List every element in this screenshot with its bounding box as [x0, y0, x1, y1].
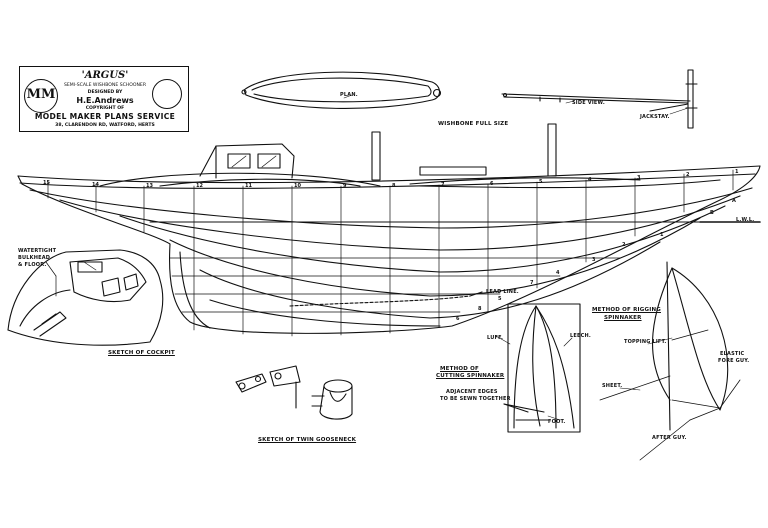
label-method-cutting-1: METHOD OF [440, 366, 479, 372]
station-number: 10 [294, 183, 301, 189]
waterline-number: B [710, 210, 714, 216]
station-number: 2 [686, 172, 690, 178]
title-block-circle [152, 79, 182, 109]
label-after-guy: AFTER GUY. [652, 435, 687, 441]
boat-subtitle: SEMI-SCALE WISHBONE SCHOONER [63, 83, 147, 88]
spinnaker-cutting-diagram [503, 303, 581, 433]
waterline-number: 5 [498, 296, 502, 302]
label-jackstay: JACKSTAY. [640, 114, 670, 120]
station-number: 6 [490, 181, 494, 187]
station-number: 11 [245, 183, 252, 189]
wishbone-plan-view [241, 71, 442, 109]
title-block: MM 'ARGUS' SEMI-SCALE WISHBONE SCHOONER … [19, 66, 189, 132]
label-sketch-cockpit: SKETCH OF COCKPIT [108, 350, 175, 356]
label-topping-lift: TOPPING LIFT. [624, 339, 667, 345]
waterline-number: 4 [556, 270, 560, 276]
station-number: 9 [343, 183, 347, 189]
label-adjacent-1: ADJACENT EDGES [446, 389, 498, 395]
designer-name: H.E.Andrews [76, 96, 134, 105]
waterline-number: 1 [660, 232, 664, 238]
station-number: 15 [43, 180, 50, 186]
label-foot: FOOT. [548, 419, 566, 425]
waterline-number: 8 [478, 306, 482, 312]
station-number: 12 [196, 183, 203, 189]
label-lwl: L.W.L. [736, 217, 755, 223]
label-watertight-2: BULKHEAD [18, 255, 51, 261]
waterline-number: 6 [456, 316, 460, 322]
label-watertight-3: & FLOOR. [18, 262, 47, 268]
label-method-rigging-1: METHOD OF RIGGING [592, 307, 661, 313]
station-number: 13 [146, 183, 153, 189]
service-address: 38, CLARENDON RD, WATFORD, HERTS [55, 123, 155, 128]
mm-logo: MM [24, 79, 58, 113]
label-lead-line: LEAD LINE. [486, 289, 519, 295]
waterline-number: 3 [592, 257, 596, 263]
station-number: 1 [735, 169, 739, 175]
cockpit-sketch [7, 249, 164, 346]
label-luff: LUFF. [487, 335, 504, 341]
label-sheet: SHEET. [602, 383, 623, 389]
station-number: 7 [441, 182, 445, 188]
boat-name: 'ARGUS' [81, 70, 129, 81]
mast-stubs [371, 123, 557, 181]
label-watertight-1: WATERTIGHT [18, 248, 57, 254]
wishbone-side-view [501, 69, 698, 129]
station-number: 8 [392, 183, 396, 189]
label-adjacent-2: TO BE SEWN TOGETHER [440, 396, 511, 402]
gooseneck-sketch [235, 365, 353, 420]
label-method-rigging-2: SPINNAKER [604, 315, 642, 321]
service-name: MODEL MAKER PLANS SERVICE [34, 112, 176, 121]
label-sketch-gooseneck: SKETCH OF TWIN GOOSENECK [258, 437, 357, 443]
station-number: 5 [539, 179, 543, 185]
station-number: 14 [92, 182, 99, 188]
label-elastic-2: FORE GUY. [718, 358, 750, 364]
label-plan: PLAN. [340, 92, 358, 98]
label-method-cutting-2: CUTTING SPINNAKER [436, 373, 505, 379]
copyright-label: COPYRIGHT OF [85, 106, 125, 111]
label-wishbone-full-size: WISHBONE FULL SIZE [438, 121, 509, 127]
spinnaker-rigging-diagram [599, 261, 741, 461]
station-number: 3 [637, 175, 641, 181]
label-elastic-1: ELASTIC [720, 351, 745, 357]
waterline-number: A [732, 198, 736, 204]
station-lines [47, 169, 734, 337]
waterline-number: 2 [622, 242, 626, 248]
deckhouse [199, 143, 487, 179]
waterline-number: 7 [530, 280, 534, 286]
hull-profile [17, 165, 761, 334]
label-leech: LEECH. [570, 333, 591, 339]
station-number: 4 [588, 177, 592, 183]
designed-by: DESIGNED BY [87, 90, 123, 95]
label-side-view: SIDE VIEW. [572, 100, 605, 106]
